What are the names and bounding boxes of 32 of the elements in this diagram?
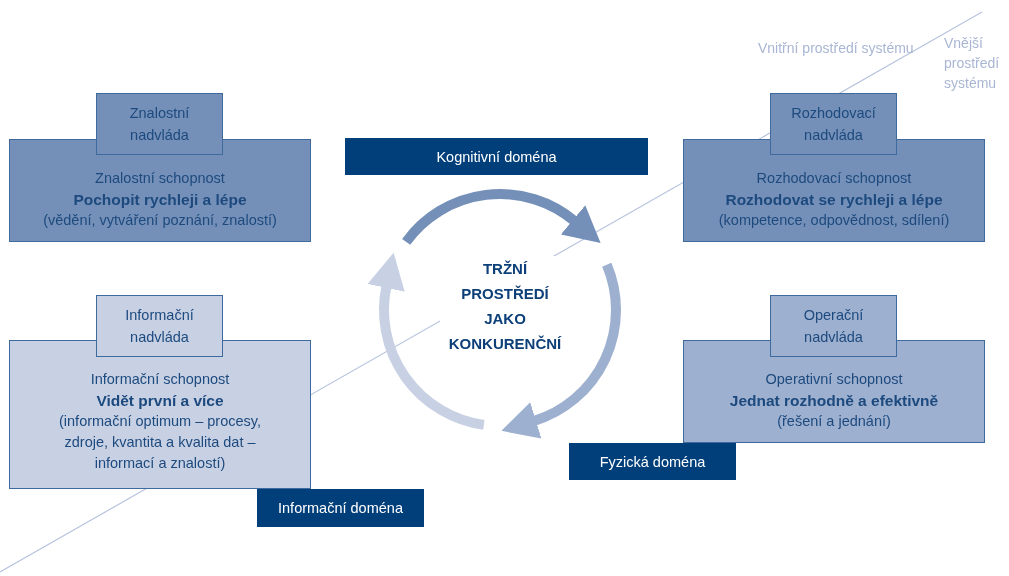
capability-description: (kompetence, odpovědnost, sdílení) (718, 211, 950, 230)
domain-bar (345, 138, 648, 175)
capability-panel (683, 340, 985, 443)
capability-description: (řešení a jednání) (777, 412, 891, 431)
capability-name: Informační schopnost (90, 370, 230, 389)
capability-motto: Pochopit rychleji a lépe (73, 190, 247, 210)
capability-name: Operativní schopnost (765, 370, 903, 389)
region-label: Vnější prostředí systému (944, 34, 1001, 93)
heading-tab (770, 295, 897, 357)
capability-motto: Vidět první a více (96, 391, 224, 411)
tab-label: Informační nadvláda (124, 306, 195, 347)
heading-tab (96, 93, 223, 155)
capability-name: Znalostní schopnost (95, 169, 225, 188)
tab-label: Znalostní nadvláda (128, 104, 191, 145)
capability-panel (683, 139, 985, 242)
tab-label: Operační nadvláda (802, 306, 865, 347)
heading-tab (96, 295, 223, 357)
capability-description: (vědění, vytváření poznání, znalostí) (43, 211, 277, 230)
domain-bar (257, 489, 424, 527)
capability-motto: Jednat rozhodně a efektivně (729, 391, 939, 411)
region-label: Vnitřní prostředí systému (758, 39, 915, 58)
domain-label: Fyzická doména (599, 453, 706, 470)
tab-label: Rozhodovací nadvláda (790, 104, 877, 145)
capability-panel (9, 340, 311, 489)
capability-description: (informační optimum – procesy, zdroje, kvantita a kvalita dat – informací a znalostí) (58, 412, 262, 473)
domain-label: Informační doména (278, 500, 403, 516)
domain-label: Kognitivní doména (436, 148, 557, 165)
domain-bar (569, 443, 736, 480)
capability-name: Rozhodovací schopnost (756, 169, 912, 188)
capability-panel (9, 139, 311, 242)
capability-motto: Rozhodovat se rychleji a lépe (725, 190, 943, 210)
heading-tab (770, 93, 897, 155)
